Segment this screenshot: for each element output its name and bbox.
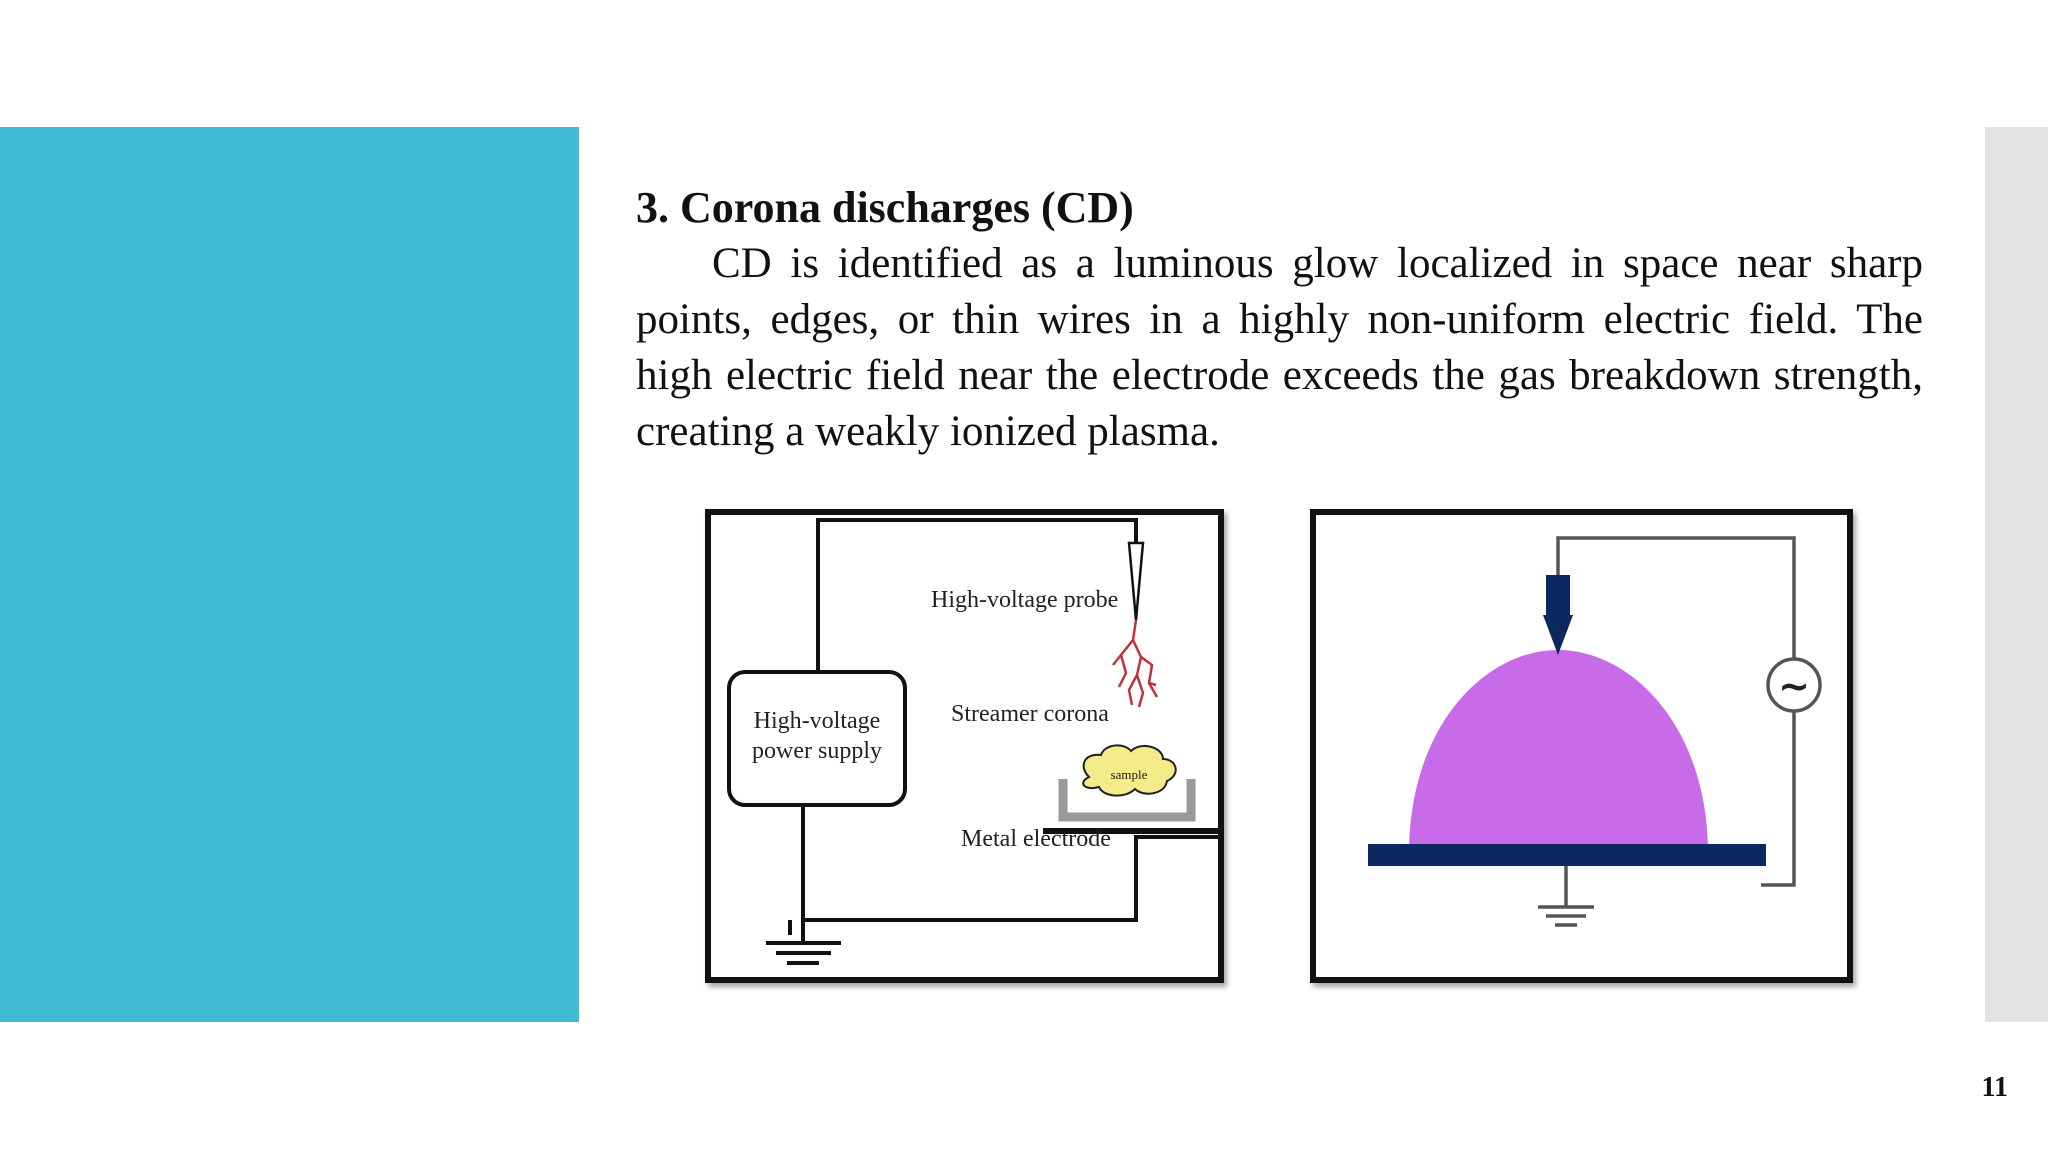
- sample-label: sample: [1111, 767, 1148, 782]
- corona-label: Streamer corona: [951, 701, 1109, 727]
- slide-content: 3. Corona discharges (CD) CD is identifi…: [636, 180, 1923, 460]
- streamer-corona-icon: [1112, 619, 1159, 708]
- circuit-wire: [1556, 536, 1796, 660]
- point-to-plane-diagram: ~: [1310, 509, 1853, 983]
- supply-label-line1: High-voltage: [754, 708, 881, 734]
- needle-electrode-icon: [1543, 575, 1573, 655]
- probe-icon: [1127, 541, 1145, 621]
- top-wire: [816, 518, 1138, 675]
- ground-wire: [801, 805, 1218, 922]
- ground-icon: [1538, 866, 1594, 927]
- corona-setup-diagram: High-voltage power supply High-voltage p…: [705, 509, 1224, 983]
- side-band: [1985, 127, 2048, 1022]
- ac-symbol: ~: [1778, 664, 1810, 708]
- electrode-label: Metal electrode: [961, 826, 1111, 852]
- point-to-plane-svg: ~: [1368, 536, 1822, 927]
- plane-electrode: [1368, 844, 1766, 866]
- supply-label-line2: power supply: [752, 738, 882, 764]
- plasma-glow: [1409, 650, 1708, 854]
- sample-blob: [1082, 744, 1177, 797]
- ac-source-icon: [1766, 657, 1822, 713]
- page-number: 11: [1981, 1072, 2008, 1103]
- ground-icon: [766, 920, 841, 965]
- slide-title: 3. Corona discharges (CD): [636, 183, 1134, 232]
- slide-body-text: CD is identified as a luminous glow loca…: [636, 240, 1923, 455]
- accent-band: [0, 127, 579, 1022]
- power-supply-box: [727, 670, 907, 807]
- circuit-wire-lower: [1761, 710, 1796, 887]
- sample-dish: [1058, 779, 1196, 822]
- probe-label: High-voltage probe: [931, 587, 1118, 613]
- corona-setup-svg: High-voltage power supply High-voltage p…: [727, 518, 1218, 965]
